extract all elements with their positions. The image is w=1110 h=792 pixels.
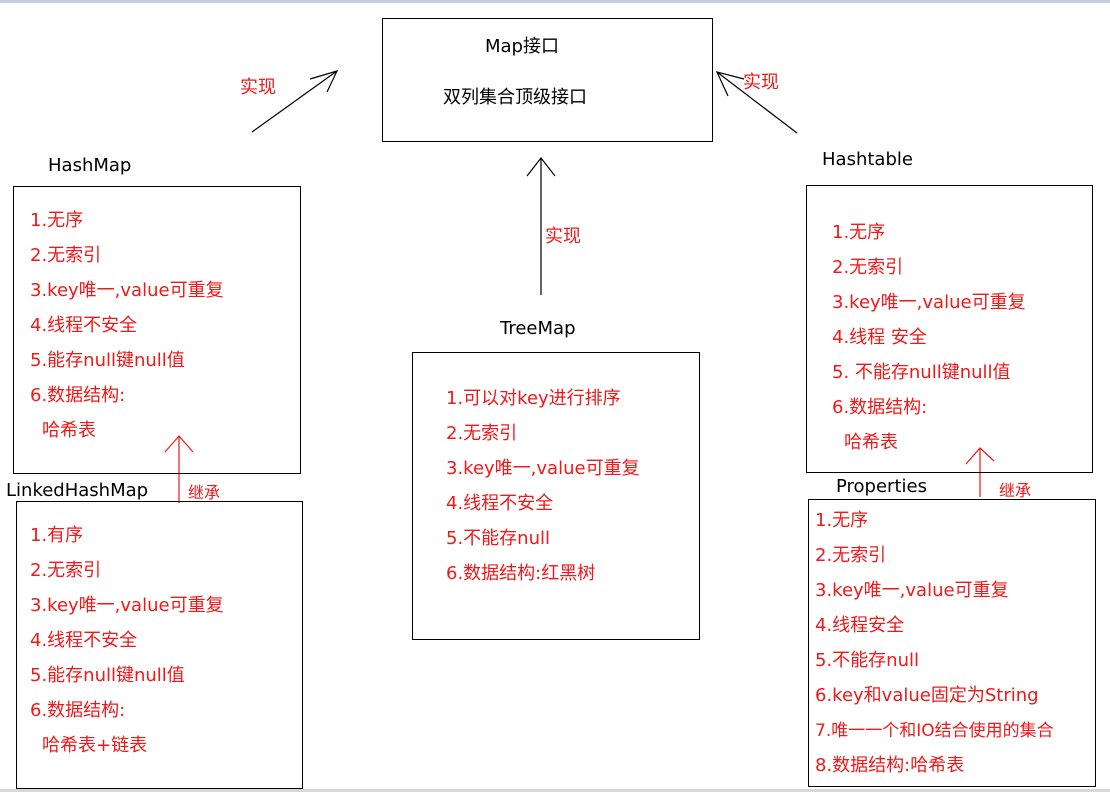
- hashtable-title: Hashtable: [822, 149, 913, 170]
- linkedhashmap-box: [16, 501, 303, 789]
- hashtable-item: 1.无序: [832, 222, 886, 243]
- hashmap-item: 2.无索引: [30, 245, 102, 266]
- hashtable-item: 3.key唯一,value可重复: [832, 292, 1026, 313]
- properties-title: Properties: [836, 476, 927, 497]
- linkedhashmap-item: 3.key唯一,value可重复: [30, 595, 224, 616]
- treemap-item: 4.线程不安全: [446, 493, 554, 514]
- treemap-item: 1.可以对key进行排序: [446, 388, 621, 409]
- linkedhashmap-item: 1.有序: [30, 525, 84, 546]
- properties-item: 4.线程安全: [815, 615, 905, 636]
- hashmap-title: HashMap: [48, 155, 132, 176]
- treemap-item: 6.数据结构:红黑树: [446, 563, 596, 584]
- linkedhashmap-item: 哈希表+链表: [42, 735, 148, 756]
- properties-item: 5.不能存null: [815, 650, 919, 671]
- implement-label-center: 实现: [545, 226, 581, 247]
- properties-item: 8.数据结构:哈希表: [815, 755, 965, 776]
- linkedhashmap-title: LinkedHashMap: [6, 480, 149, 501]
- linkedhashmap-item: 4.线程不安全: [30, 630, 138, 651]
- hashtable-item: 5. 不能存null键null值: [832, 362, 1011, 383]
- map-title: Map接口: [485, 36, 559, 57]
- properties-item: 7.唯一一个和IO结合使用的集合: [815, 721, 1054, 741]
- hashtable-item: 4.线程 安全: [832, 327, 927, 348]
- treemap-title: TreeMap: [500, 318, 576, 339]
- linkedhashmap-item: 2.无索引: [30, 560, 102, 581]
- implement-label-right: 实现: [743, 72, 779, 93]
- hashmap-implements-arrow: [251, 70, 339, 133]
- linkedhashmap-inherits-arrow: [164, 435, 194, 503]
- properties-item: 6.key和value固定为String: [815, 685, 1039, 706]
- hashmap-box: [13, 186, 301, 474]
- linkedhashmap-item: 6.数据结构:: [30, 700, 126, 721]
- map-subtitle: 双列集合顶级接口: [443, 87, 587, 108]
- treemap-item: 3.key唯一,value可重复: [446, 458, 640, 479]
- top-border: [0, 0, 1110, 3]
- treemap-implements-arrow: [526, 157, 556, 295]
- hashtable-item: 6.数据结构:: [832, 397, 928, 418]
- implement-label-left: 实现: [240, 77, 276, 98]
- hashmap-item: 6.数据结构:: [30, 385, 126, 406]
- properties-item: 3.key唯一,value可重复: [815, 580, 1009, 601]
- properties-item: 1.无序: [815, 510, 869, 531]
- hashmap-item: 哈希表: [42, 420, 96, 441]
- hashmap-item: 3.key唯一,value可重复: [30, 280, 224, 301]
- properties-box: [808, 499, 1096, 787]
- inherit-label-left: 继承: [188, 483, 221, 502]
- bottom-border: [0, 789, 1110, 792]
- hashtable-item: 哈希表: [844, 432, 898, 453]
- linkedhashmap-item: 5.能存null键null值: [30, 665, 185, 686]
- properties-item: 2.无索引: [815, 545, 887, 566]
- treemap-item: 2.无索引: [446, 423, 518, 444]
- hashtable-implements-arrow: [715, 71, 798, 134]
- treemap-item: 5.不能存null: [446, 528, 550, 549]
- treemap-box: [412, 352, 700, 640]
- hashmap-item: 5.能存null键null值: [30, 350, 185, 371]
- hashmap-item: 4.线程不安全: [30, 315, 138, 336]
- inherit-label-right: 继承: [999, 481, 1032, 500]
- map-interface-box: [382, 18, 713, 142]
- hashtable-box: [806, 185, 1093, 473]
- hashmap-item: 1.无序: [30, 210, 84, 231]
- hashtable-item: 2.无索引: [832, 257, 904, 278]
